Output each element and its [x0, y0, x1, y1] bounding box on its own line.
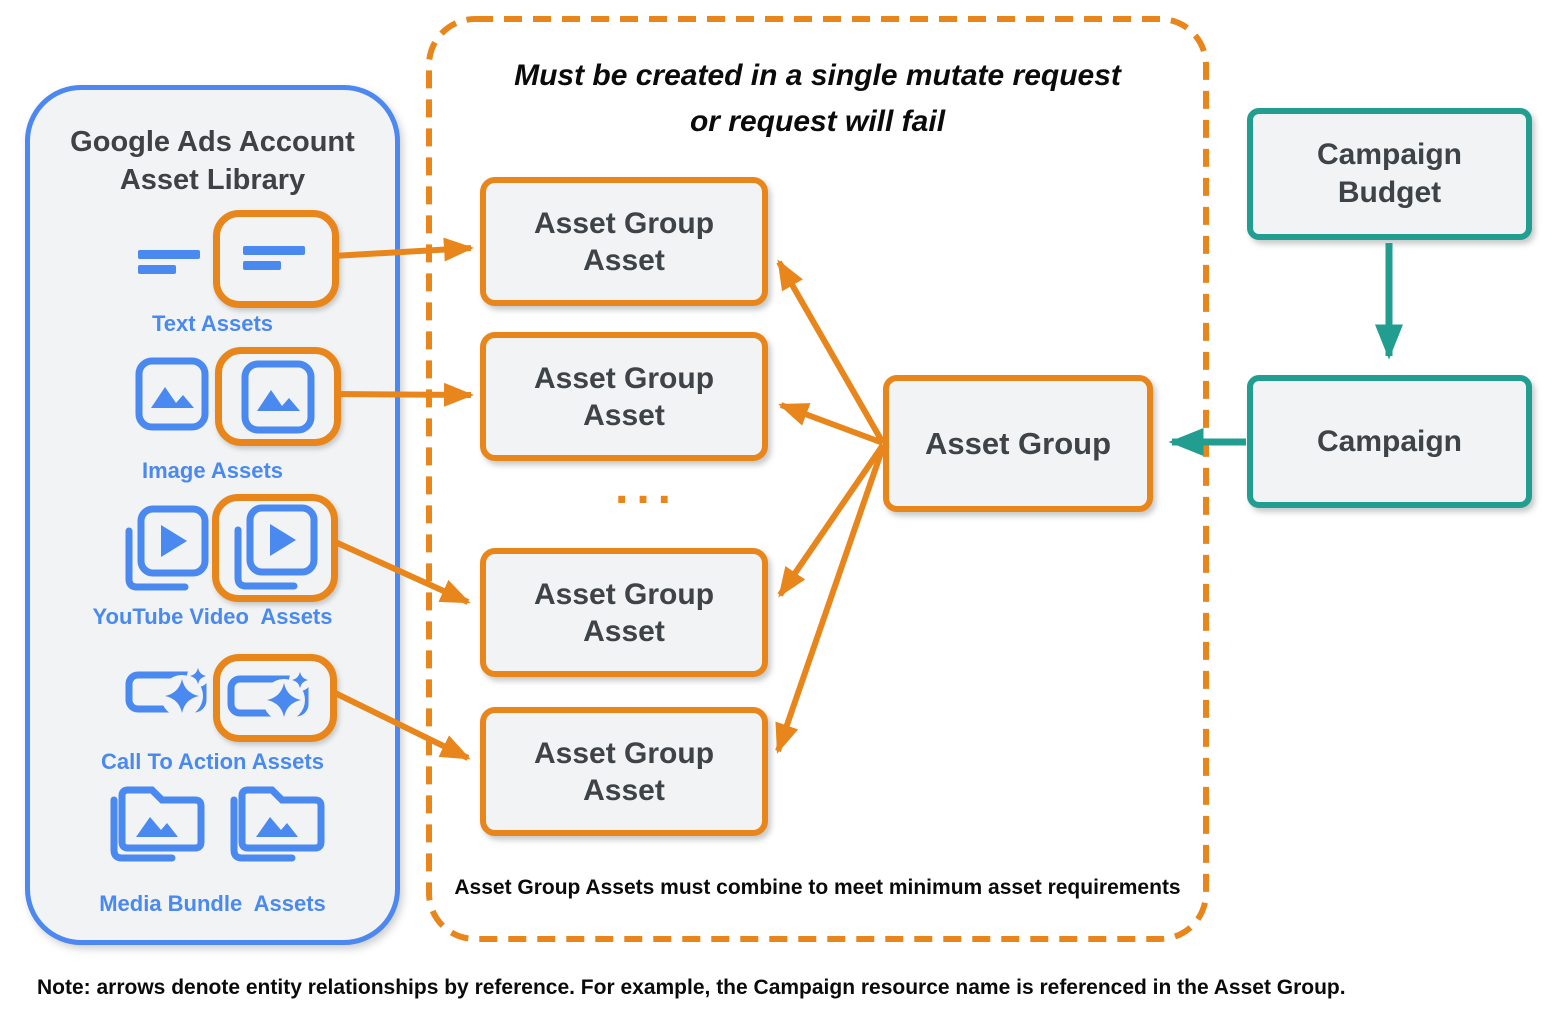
asset-group-asset-box: Asset Group Asset [480, 707, 768, 836]
mutate-title-line2: or request will fail [689, 105, 946, 138]
highlight-box-youtube-asset [212, 494, 338, 602]
image-asset-icon [135, 357, 209, 431]
mutate-title-line1: Must be created in a single mutate reque… [514, 59, 1121, 92]
text-assets-label: Text Assets [151, 311, 274, 336]
media-bundle-asset-icon [110, 786, 205, 862]
highlight-box-image-asset [215, 347, 341, 446]
highlight-box-text-asset [213, 210, 339, 308]
image-assets-label: Image Assets [141, 458, 284, 483]
asset-group-asset-label: Asset Group Asset [533, 577, 715, 648]
asset-library-title: Google Ads Account Asset Library [30, 123, 395, 199]
asset-group-asset-label: Asset Group Asset [533, 736, 715, 807]
call-to-action-asset-icon [125, 665, 209, 717]
youtube-video-asset-icon [234, 504, 318, 590]
mutate-footer: Asset Group Assets must combine to meet … [454, 876, 1181, 899]
campaign-label: Campaign [1316, 424, 1463, 458]
campaign-box: Campaign [1247, 375, 1532, 508]
mutate-title: Must be created in a single mutate reque… [425, 53, 1210, 145]
highlight-box-cta-asset [213, 654, 337, 742]
call-to-action-assets-label: Call To Action Assets [101, 749, 324, 774]
asset-group-asset-box: Asset Group Asset [480, 548, 768, 677]
ellipsis: ... [614, 461, 679, 514]
text-asset-icon [138, 250, 200, 274]
asset-library-title-line2: Asset Library [119, 164, 306, 196]
call-to-action-asset-icon [227, 669, 311, 721]
campaign-budget-box: Campaign Budget [1247, 108, 1532, 240]
campaign-budget-label: Campaign Budget [1316, 138, 1463, 209]
asset-library-panel: Google Ads Account Asset Library Text As… [25, 85, 400, 945]
text-asset-icon [243, 246, 305, 270]
note-text: Note: arrows denote entity relationships… [37, 976, 1346, 999]
image-asset-icon [241, 360, 315, 433]
asset-library-title-line1: Google Ads Account [70, 126, 355, 158]
youtube-video-asset-icon [125, 505, 209, 591]
asset-group-asset-box: Asset Group Asset [480, 177, 768, 306]
asset-group-asset-label: Asset Group Asset [533, 361, 715, 432]
asset-group-asset-box: Asset Group Asset [480, 332, 768, 461]
mutate-requirement-panel: Must be created in a single mutate reque… [425, 15, 1210, 943]
asset-group-box: Asset Group [883, 375, 1153, 512]
asset-group-asset-label: Asset Group Asset [533, 206, 715, 277]
media-bundle-assets-label: Media Bundle Assets [99, 891, 326, 916]
youtube-video-assets-label: YouTube Video Assets [92, 604, 333, 629]
media-bundle-asset-icon [230, 786, 325, 862]
asset-group-label: Asset Group [924, 425, 1112, 461]
